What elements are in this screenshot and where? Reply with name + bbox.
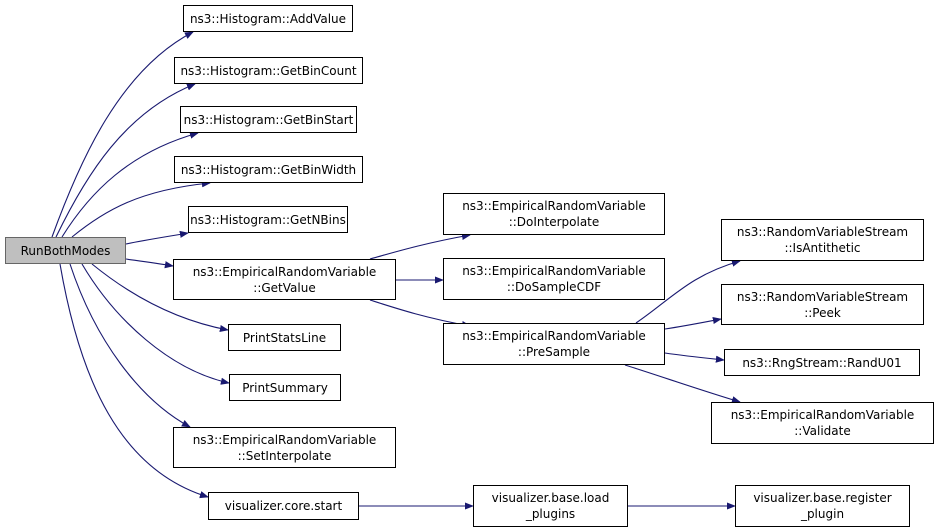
node-run-both-modes-label: RunBothModes <box>20 243 111 258</box>
edge-run-both-modes-to-add-value <box>51 31 194 238</box>
node-get-bin-start-label: ns3::Histogram::GetBinStart <box>183 112 354 127</box>
node-is-antithetic-label-line2: ::IsAntithetic <box>784 241 861 255</box>
edge-pre-sample-to-validate <box>624 364 741 404</box>
node-load-plugins-label-line1: visualizer.base.load <box>491 491 610 505</box>
node-validate[interactable]: ns3::EmpiricalRandomVariable ::Validate <box>711 402 934 444</box>
node-get-n-bins[interactable]: ns3::Histogram::GetNBins <box>188 206 348 233</box>
node-pre-sample-label-line2: ::PreSample <box>517 345 591 359</box>
node-get-bin-width-label: ns3::Histogram::GetBinWidth <box>180 162 357 177</box>
edge-run-both-modes-to-get-value <box>125 258 174 269</box>
edge-pre-sample-to-is-antithetic <box>635 259 741 324</box>
node-get-value[interactable]: ns3::EmpiricalRandomVariable ::GetValue <box>173 259 396 300</box>
node-load-plugins[interactable]: visualizer.base.load _plugins <box>473 485 628 527</box>
edge-run-both-modes-to-get-bin-start <box>61 131 199 238</box>
node-pre-sample-label-line1: ns3::EmpiricalRandomVariable <box>462 329 646 343</box>
node-do-interpolate-label-line2: ::DoInterpolate <box>508 215 600 229</box>
node-get-bin-width[interactable]: ns3::Histogram::GetBinWidth <box>174 156 363 183</box>
edge-run-both-modes-to-print-stats-line <box>91 263 229 333</box>
node-vis-core-start[interactable]: visualizer.core.start <box>208 492 359 520</box>
node-peek-label-line2: ::Peek <box>804 305 841 320</box>
node-get-value-label-line2: ::GetValue <box>253 280 316 295</box>
edge-pre-sample-to-rand-u01 <box>664 352 725 363</box>
node-set-interpolate-label-line2: ::SetInterpolate <box>237 448 332 463</box>
edge-run-both-modes-to-set-interpolate <box>69 263 191 428</box>
edge-get-value-to-do-interpolate <box>369 232 471 260</box>
node-print-stats-line-label: PrintStatsLine <box>242 330 327 345</box>
node-get-bin-count[interactable]: ns3::Histogram::GetBinCount <box>174 57 363 84</box>
node-add-value-label: ns3::Histogram::AddValue <box>189 11 347 26</box>
edge-pre-sample-to-peek <box>664 316 722 330</box>
node-get-value-label-line1: ns3::EmpiricalRandomVariable <box>192 264 377 279</box>
node-register-plugin-label-line1: visualizer.base.register <box>753 491 892 505</box>
node-rand-u01[interactable]: ns3::RngStream::RandU01 <box>724 349 920 376</box>
node-do-interpolate[interactable]: ns3::EmpiricalRandomVariable ::DoInterpo… <box>443 193 665 235</box>
node-do-sample-cdf-label-line2: ::DoSampleCDF <box>506 280 602 294</box>
node-load-plugins-label-line2: _plugins <box>525 507 576 521</box>
node-add-value[interactable]: ns3::Histogram::AddValue <box>183 5 353 32</box>
node-validate-label-line1: ns3::EmpiricalRandomVariable <box>730 408 915 422</box>
node-rand-u01-label: ns3::RngStream::RandU01 <box>742 355 902 370</box>
node-print-summary[interactable]: PrintSummary <box>229 374 341 401</box>
node-print-summary-label: PrintSummary <box>242 380 328 395</box>
node-peek[interactable]: ns3::RandomVariableStream ::Peek <box>721 284 924 325</box>
node-do-sample-cdf-label-line1: ns3::EmpiricalRandomVariable <box>462 264 646 278</box>
node-is-antithetic[interactable]: ns3::RandomVariableStream ::IsAntithetic <box>721 219 924 261</box>
node-register-plugin[interactable]: visualizer.base.register _plugin <box>735 485 910 527</box>
edge-run-both-modes-to-get-n-bins <box>125 230 189 245</box>
node-get-bin-count-label: ns3::Histogram::GetBinCount <box>180 63 357 78</box>
node-validate-label-line2: ::Validate <box>794 424 851 438</box>
edge-run-both-modes-to-get-bin-width <box>71 180 211 238</box>
node-register-plugin-label-line2: _plugin <box>800 507 845 521</box>
node-do-interpolate-label-line1: ns3::EmpiricalRandomVariable <box>462 199 646 213</box>
edge-run-both-modes-to-print-summary <box>81 263 230 385</box>
node-get-n-bins-label: ns3::Histogram::GetNBins <box>190 212 346 227</box>
edge-run-both-modes-to-vis-core-start <box>59 263 209 499</box>
node-pre-sample[interactable]: ns3::EmpiricalRandomVariable ::PreSample <box>443 323 665 365</box>
edge-run-both-modes-to-get-bin-count <box>55 83 196 238</box>
node-is-antithetic-label-line1: ns3::RandomVariableStream <box>736 225 909 239</box>
node-get-bin-start[interactable]: ns3::Histogram::GetBinStart <box>180 106 357 133</box>
node-run-both-modes[interactable]: RunBothModes <box>5 237 126 264</box>
node-peek-label-line1: ns3::RandomVariableStream <box>736 289 909 304</box>
node-set-interpolate[interactable]: ns3::EmpiricalRandomVariable ::SetInterp… <box>173 427 396 468</box>
node-do-sample-cdf[interactable]: ns3::EmpiricalRandomVariable ::DoSampleC… <box>443 258 665 300</box>
node-print-stats-line[interactable]: PrintStatsLine <box>228 324 341 351</box>
node-set-interpolate-label-line1: ns3::EmpiricalRandomVariable <box>192 432 377 447</box>
node-vis-core-start-label: visualizer.core.start <box>224 499 343 513</box>
